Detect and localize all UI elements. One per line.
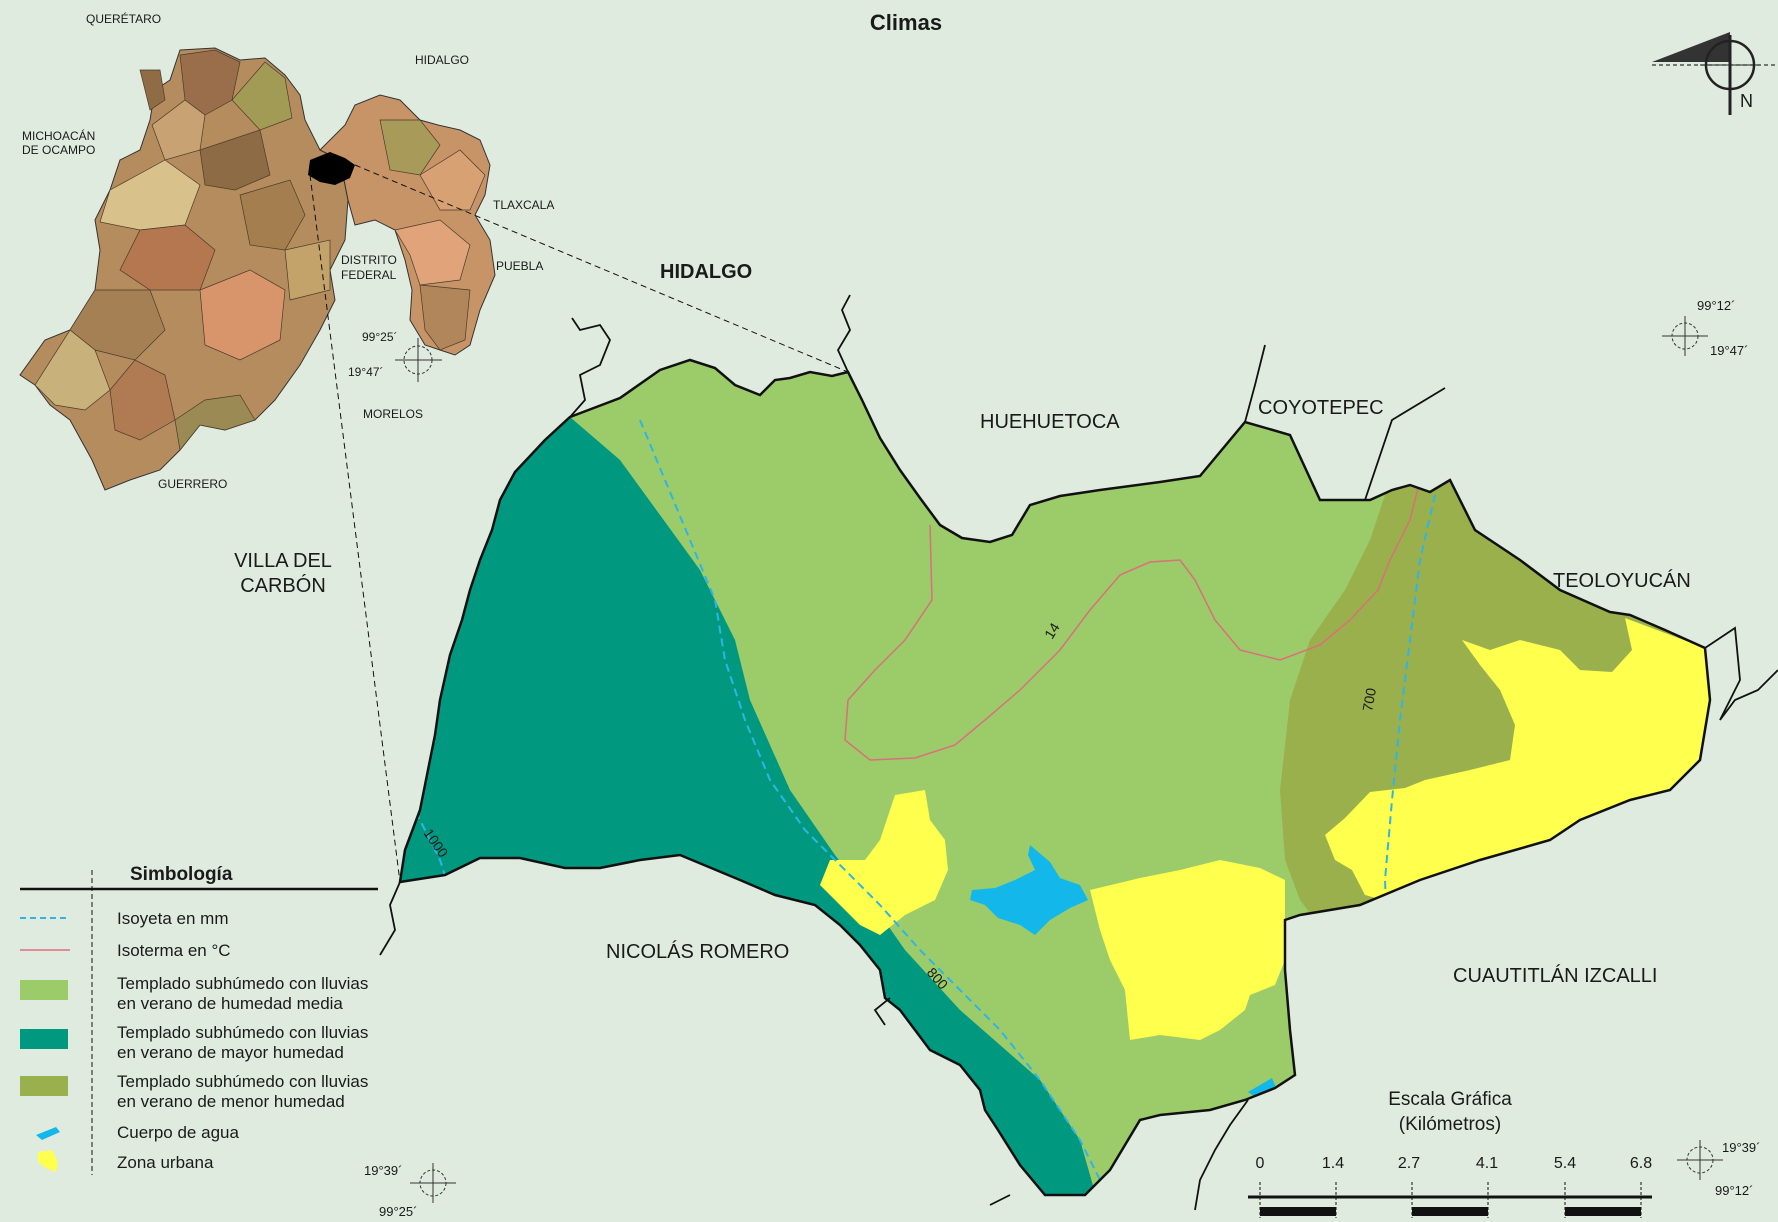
label-teoloyucan: TEOLOYUCÁN	[1553, 569, 1691, 592]
legend-urban-symbol	[38, 1150, 58, 1172]
inset-label-puebla: PUEBLA	[496, 259, 543, 273]
inset-label-michoacan-2: DE OCAMPO	[22, 143, 95, 157]
legend-item-2: Isoterma en °C	[117, 941, 231, 960]
scale-tick-4: 5.4	[1554, 1155, 1576, 1172]
coord-ne-lat: 19°47´	[1710, 343, 1748, 358]
coord-crosshairs	[410, 316, 1723, 1203]
label-villa-2: CARBÓN	[240, 574, 326, 597]
coord-se-lon: 99°12´	[1715, 1183, 1753, 1198]
scale-bar: Escala Gráfica (Kilómetros) 0 1.4 2.7 4.…	[1248, 1089, 1652, 1218]
inset-label-df-1: DISTRITO	[341, 253, 397, 267]
neighbor-boundaries	[379, 294, 1778, 1211]
label-huehuetoca: HUEHUETOCA	[980, 411, 1120, 433]
legend-water-symbol	[36, 1127, 60, 1140]
legend-item-1: Isoyeta en mm	[117, 909, 229, 928]
legend-item-6: Cuerpo de agua	[117, 1123, 239, 1142]
coord-ne-lon: 99°12´	[1697, 298, 1735, 313]
legend-heading: Simbología	[130, 864, 233, 885]
legend-mayor-humedad-swatch	[20, 1029, 68, 1049]
legend-item-4-l1: Templado subhúmedo con lluvias	[117, 1023, 368, 1042]
inset-coord-lon: 99°25´	[362, 330, 398, 344]
scale-title-1: Escala Gráfica	[1388, 1089, 1512, 1110]
isoyeta-800	[639, 419, 1106, 1191]
north-label: N	[1740, 91, 1753, 111]
legend-item-3-l2: en verano de humedad media	[117, 994, 343, 1013]
legend-item-5-l2: en verano de menor humedad	[117, 1092, 345, 1111]
legend-item-7: Zona urbana	[117, 1153, 214, 1172]
urban-zone-east	[1325, 618, 1710, 905]
legend-humedad-media-swatch	[20, 980, 68, 1000]
scale-tick-0: 0	[1256, 1155, 1265, 1172]
legend-item-3-l1: Templado subhúmedo con lluvias	[117, 974, 368, 993]
scale-tick-2: 2.7	[1398, 1155, 1420, 1172]
municipality-border	[398, 358, 1712, 1197]
legend: Simbología Isoyeta en mm Isoterma en °C …	[20, 864, 378, 1175]
isoyeta-700	[1383, 481, 1439, 961]
scale-title-2: (Kilómetros)	[1399, 1114, 1501, 1135]
urban-zone-center	[1090, 860, 1285, 1040]
inset-label-df-2: FEDERAL	[341, 268, 397, 282]
scale-tick-1: 1.4	[1322, 1155, 1344, 1172]
inset-label-michoacan-1: MICHOACÁN	[22, 128, 95, 143]
label-villa-1: VILLA DEL	[234, 550, 332, 572]
label-coyotepec: COYOTEPEC	[1258, 397, 1384, 419]
north-arrow: N	[1652, 32, 1778, 115]
inset-label-queretaro: QUERÉTARO	[86, 11, 161, 26]
legend-menor-humedad-swatch	[20, 1076, 68, 1096]
map-title: Climas	[870, 10, 942, 35]
label-nicolas-romero: NICOLÁS ROMERO	[606, 940, 789, 963]
label-hidalgo: HIDALGO	[660, 261, 752, 283]
coord-se-lat: 19°39´	[1722, 1140, 1760, 1155]
isoterm-label: 14	[1041, 620, 1063, 642]
inset-label-guerrero: GUERRERO	[158, 477, 227, 491]
isoyeta-700-label: 700	[1359, 687, 1379, 713]
coord-sw-lat: 19°39´	[364, 1163, 402, 1178]
legend-item-5-l1: Templado subhúmedo con lluvias	[117, 1072, 368, 1091]
water-body	[970, 845, 1088, 935]
inset-label-hidalgo: HIDALGO	[415, 53, 469, 67]
inset-crosshair	[395, 338, 442, 382]
scale-tick-5: 6.8	[1630, 1155, 1652, 1172]
inset-label-tlaxcala: TLAXCALA	[493, 198, 554, 212]
inset-map: QUERÉTARO HIDALGO MICHOACÁN DE OCAMPO TL…	[19, 11, 849, 883]
highlighted-municipality	[308, 152, 355, 185]
label-cuautitlan: CUAUTITLÁN IZCALLI	[1453, 964, 1657, 987]
urban-zone-west	[820, 790, 948, 935]
coord-sw-lon: 99°25´	[379, 1204, 417, 1219]
inset-label-morelos: MORELOS	[363, 407, 423, 421]
legend-item-4-l2: en verano de mayor humedad	[117, 1043, 344, 1062]
inset-coord-lat: 19°47´	[348, 365, 384, 379]
scale-tick-3: 4.1	[1476, 1155, 1498, 1172]
isoterm-line	[844, 479, 1421, 761]
